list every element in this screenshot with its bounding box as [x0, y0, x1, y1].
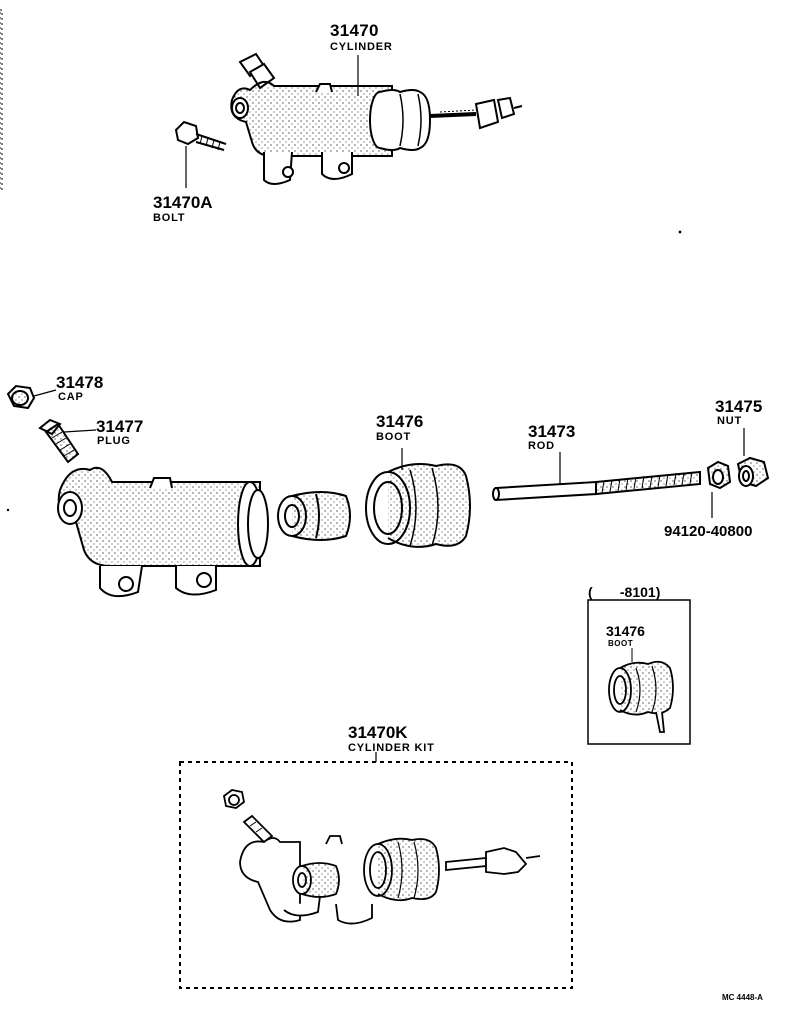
- cylinder-kit-drawing: [223, 789, 541, 925]
- inset-boot-name: BOOT: [608, 639, 633, 648]
- nut-number: 31475: [715, 397, 762, 416]
- kit-dashed-box: [179, 761, 573, 989]
- left-edge-marks: [0, 9, 3, 191]
- cap-name: CAP: [58, 391, 84, 403]
- bolt-name: BOLT: [153, 212, 185, 224]
- inset-boot-drawing: [608, 648, 674, 733]
- cap-number: 31478: [56, 373, 103, 392]
- cylinder-kit-name: CYLINDER KIT: [348, 742, 435, 754]
- rod-number: 31473: [528, 422, 575, 441]
- boot-part: [365, 448, 471, 548]
- stray-dot: [678, 230, 682, 234]
- inset-range: ( -8101): [588, 584, 660, 600]
- boot-name: BOOT: [376, 431, 411, 443]
- boot-number: 31476: [376, 412, 423, 431]
- plug-part: [38, 418, 97, 464]
- stray-dot-left: [6, 508, 10, 512]
- inset-box: [587, 599, 691, 745]
- rod-part: [492, 452, 701, 502]
- piston-part: [277, 491, 351, 541]
- washer-nut-number: 94120-40800: [664, 523, 752, 540]
- plug-name: PLUG: [97, 435, 131, 447]
- cylinder-assembly-top: [174, 52, 523, 188]
- plug-number: 31477: [96, 417, 143, 436]
- cylinder-body-exploded: [57, 466, 269, 598]
- cylinder-name: CYLINDER: [330, 41, 393, 53]
- inset-boot-number: 31476: [606, 623, 645, 639]
- cap-nut-part: [736, 428, 770, 488]
- nut-name: NUT: [717, 415, 742, 427]
- hex-nut-part: [706, 460, 732, 518]
- figure-reference: MC 4448-A: [722, 993, 763, 1002]
- bolt-number: 31470A: [153, 193, 213, 212]
- cylinder-number: 31470: [330, 21, 379, 40]
- rod-name: ROD: [528, 440, 555, 452]
- cylinder-kit-number: 31470K: [348, 723, 408, 742]
- cap-part: [6, 384, 57, 410]
